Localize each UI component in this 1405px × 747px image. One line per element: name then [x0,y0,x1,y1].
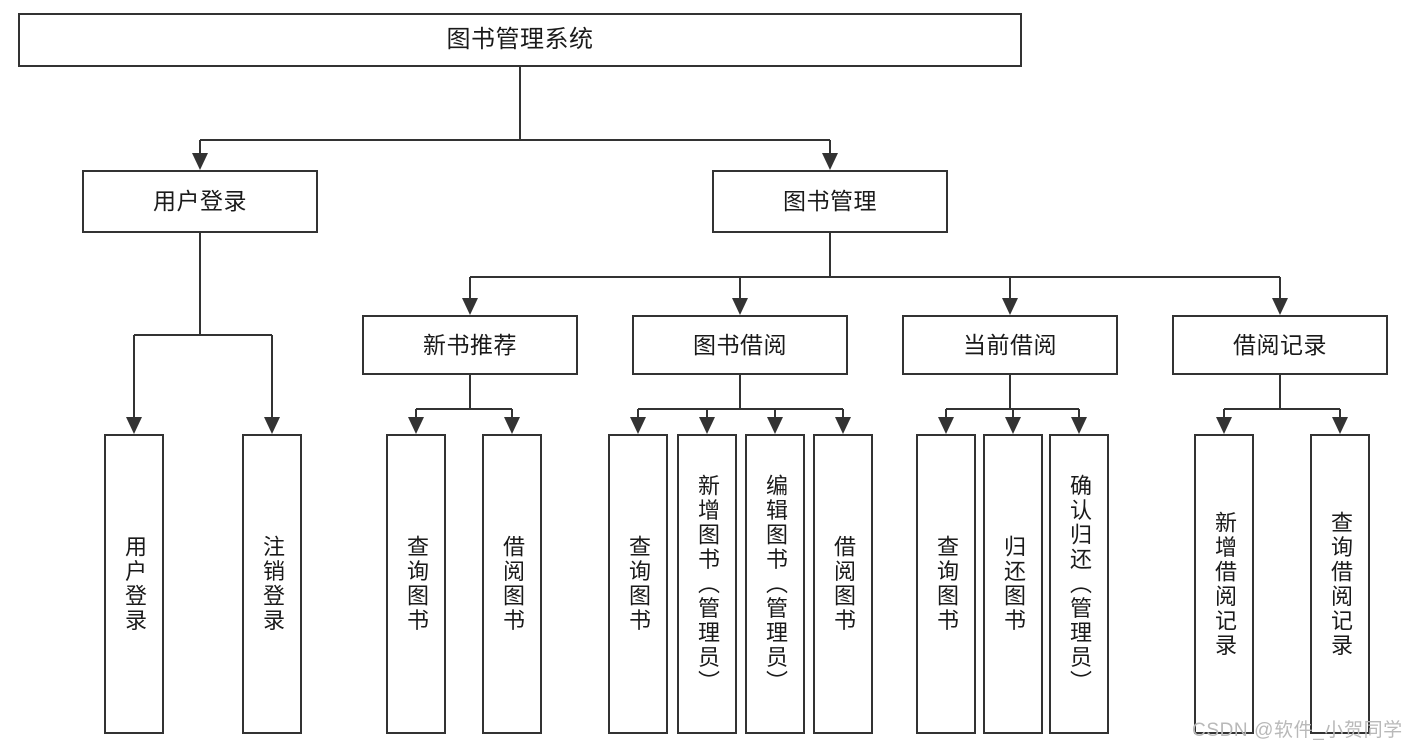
arrowhead-图书借阅-0 [630,417,646,434]
node-level3-0-新书推荐[interactable]: 新书推荐 [362,315,578,375]
node-label: 图书管理系统 [446,26,594,54]
node-label: 查询图书 [404,535,429,633]
node-label: 查询借阅记录 [1328,510,1353,658]
node-leaf-5-新增图书管理员[interactable]: 新增图书（管理员） [677,434,737,734]
node-label: 编辑图书（管理员） [763,473,788,695]
node-label: 用户登录 [122,535,147,633]
node-label: 借阅记录 [1233,331,1327,358]
node-label: 新增借阅记录 [1212,510,1237,658]
node-level3-3-借阅记录[interactable]: 借阅记录 [1172,315,1388,375]
arrowhead-图书借阅-2 [767,417,783,434]
node-leaf-10-确认归还管理员[interactable]: 确认归还（管理员） [1049,434,1109,734]
node-level2-0-用户登录[interactable]: 用户登录 [82,170,318,233]
arrowhead-图书管理系统-1 [822,153,838,170]
node-level3-1-图书借阅[interactable]: 图书借阅 [632,315,848,375]
node-label: 确认归还（管理员） [1067,473,1092,695]
arrowhead-图书管理系统-0 [192,153,208,170]
node-leaf-11-新增借阅记录[interactable]: 新增借阅记录 [1194,434,1254,734]
node-label: 用户登录 [153,188,247,215]
node-label: 图书借阅 [693,331,787,358]
watermark-label: CSDN @软件_小贺同学 [1192,720,1403,741]
node-leaf-9-归还图书[interactable]: 归还图书 [983,434,1043,734]
node-leaf-12-查询借阅记录[interactable]: 查询借阅记录 [1310,434,1370,734]
node-leaf-4-查询图书[interactable]: 查询图书 [608,434,668,734]
node-leaf-2-查询图书[interactable]: 查询图书 [386,434,446,734]
arrowhead-借阅记录-0 [1216,417,1232,434]
node-leaf-1-注销登录[interactable]: 注销登录 [242,434,302,734]
arrowhead-当前借阅-2 [1071,417,1087,434]
node-label: 当前借阅 [963,331,1057,358]
arrowhead-图书管理-0 [462,298,478,315]
arrowhead-新书推荐-1 [504,417,520,434]
node-label: 新增图书（管理员） [695,473,720,695]
node-leaf-7-借阅图书[interactable]: 借阅图书 [813,434,873,734]
node-level3-2-当前借阅[interactable]: 当前借阅 [902,315,1118,375]
arrowhead-用户登录-0 [126,417,142,434]
node-label: 新书推荐 [423,331,517,358]
node-label: 归还图书 [1001,535,1026,633]
arrowhead-新书推荐-0 [408,417,424,434]
node-leaf-0-用户登录[interactable]: 用户登录 [104,434,164,734]
arrowhead-用户登录-1 [264,417,280,434]
node-label: 借阅图书 [831,535,856,633]
node-label: 查询图书 [934,535,959,633]
arrowhead-图书管理-1 [732,298,748,315]
arrowhead-图书管理-2 [1002,298,1018,315]
node-label: 借阅图书 [500,535,525,633]
arrowhead-当前借阅-1 [1005,417,1021,434]
node-root-0-图书管理系统[interactable]: 图书管理系统 [18,13,1022,67]
arrowhead-当前借阅-0 [938,417,954,434]
node-leaf-8-查询图书[interactable]: 查询图书 [916,434,976,734]
node-leaf-6-编辑图书管理员[interactable]: 编辑图书（管理员） [745,434,805,734]
node-label: 图书管理 [783,188,877,215]
arrowhead-借阅记录-1 [1332,417,1348,434]
node-label: 查询图书 [626,535,651,633]
node-leaf-3-借阅图书[interactable]: 借阅图书 [482,434,542,734]
arrowhead-图书借阅-3 [835,417,851,434]
node-label: 注销登录 [260,535,285,633]
arrowhead-图书借阅-1 [699,417,715,434]
node-level2-1-图书管理[interactable]: 图书管理 [712,170,948,233]
arrowhead-图书管理-3 [1272,298,1288,315]
